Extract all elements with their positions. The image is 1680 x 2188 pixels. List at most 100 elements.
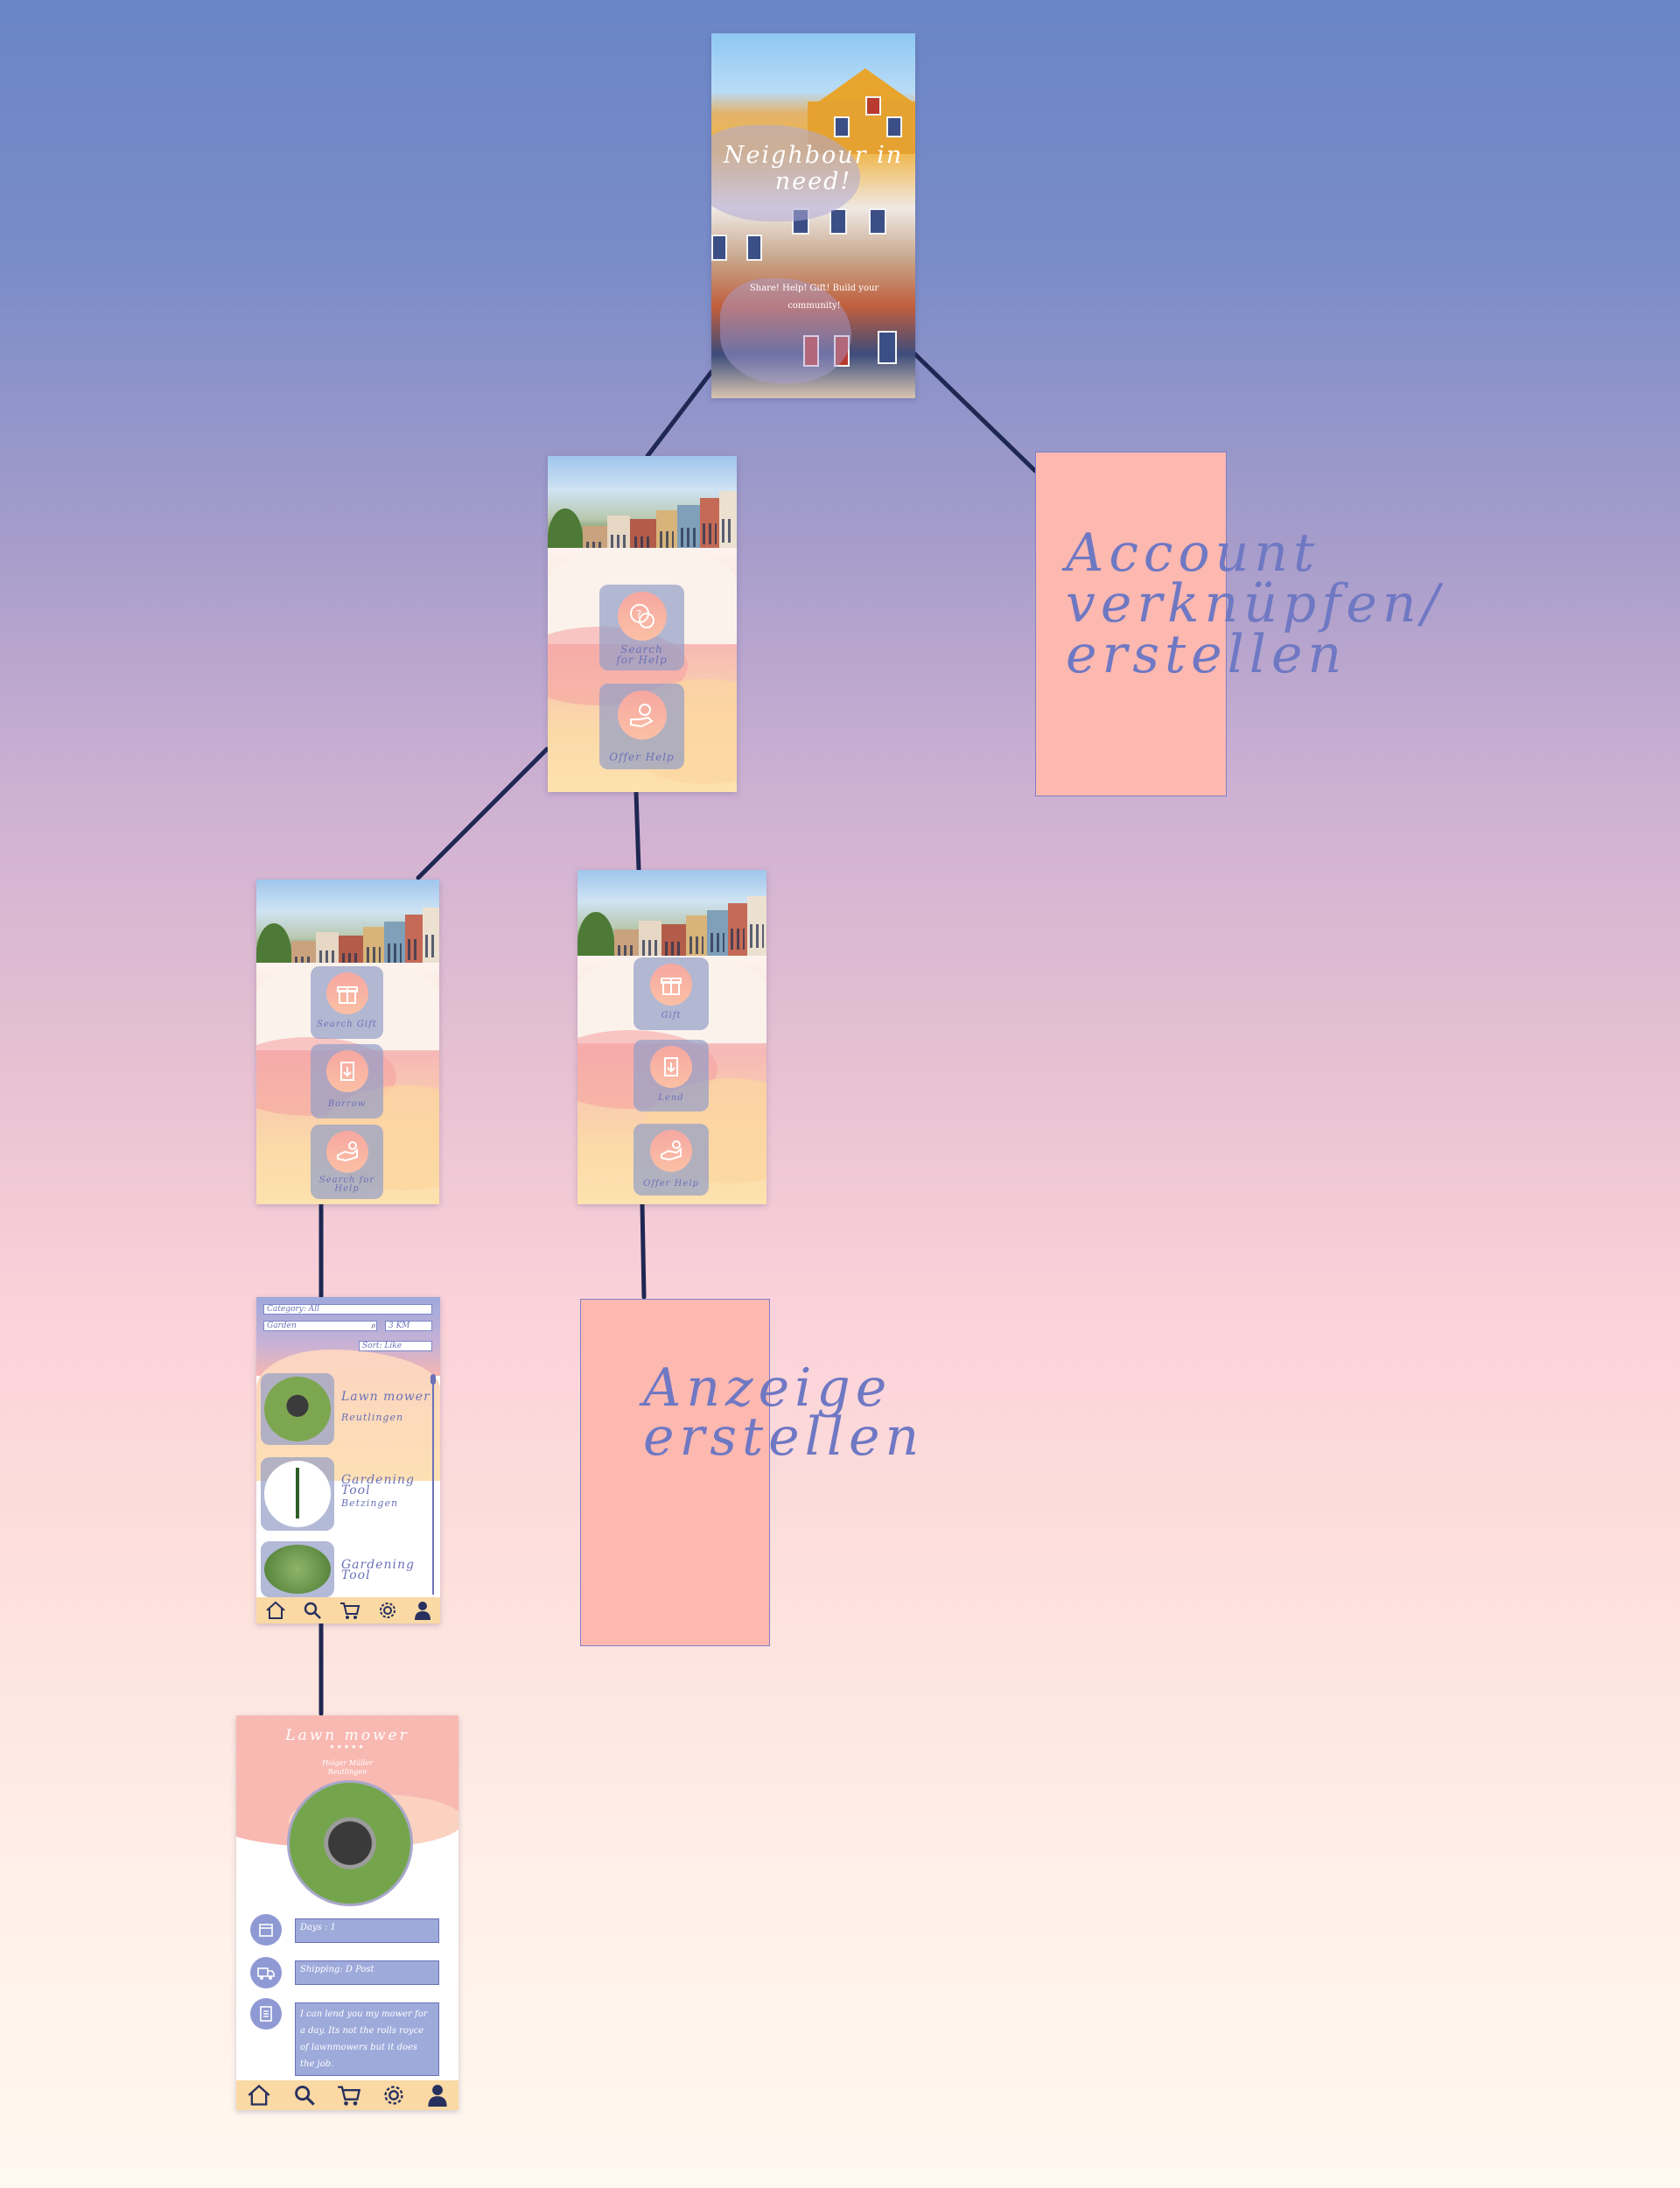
bottom-nav xyxy=(256,1597,440,1623)
window xyxy=(711,235,727,261)
list-item-thumbnail[interactable] xyxy=(261,1457,334,1531)
ad-note-card xyxy=(580,1299,770,1646)
window xyxy=(746,235,762,261)
cart-icon[interactable] xyxy=(337,2084,361,2107)
search-menu-screen: Search Gift Borrow Search for Help xyxy=(256,880,439,1204)
connector-offer-to-ad xyxy=(640,1202,647,1300)
search-for-help-button[interactable]: Search for Help xyxy=(311,1125,383,1199)
search-for-help-button[interactable]: ? Search for Help xyxy=(599,585,684,670)
ad-note-line: Anzeige xyxy=(643,1357,892,1419)
help-bubble-icon: ? xyxy=(617,591,667,641)
list-item-title[interactable]: Gardening Tool xyxy=(341,1558,415,1582)
scrollbar[interactable] xyxy=(432,1376,434,1595)
owner-name: Holger Müller xyxy=(322,1759,373,1767)
document-icon xyxy=(250,1998,282,2030)
description-field[interactable]: I can lend you my mower for a day. Its n… xyxy=(295,2002,439,2076)
help-hand-icon xyxy=(650,1129,692,1172)
offer-help-button[interactable]: Offer Help xyxy=(634,1124,709,1196)
list-item-location: Betzingen xyxy=(341,1497,399,1509)
gear-icon[interactable] xyxy=(378,1601,397,1620)
gift-icon xyxy=(326,971,368,1014)
lend-label: Lend xyxy=(658,1092,684,1103)
category-select[interactable]: Category: All xyxy=(263,1304,432,1315)
user-icon[interactable] xyxy=(427,2084,448,2107)
list-item-thumbnail[interactable] xyxy=(261,1373,334,1445)
gardening-tool-photo xyxy=(264,1461,331,1527)
gear-icon[interactable] xyxy=(382,2084,405,2107)
connector-menu-to-offer xyxy=(634,789,641,873)
scrollbar-thumb[interactable] xyxy=(430,1374,436,1385)
lend-button[interactable]: Lend xyxy=(634,1040,709,1112)
home-icon[interactable] xyxy=(265,1601,286,1620)
offer-help-button[interactable]: Offer Help xyxy=(599,684,684,769)
distance-select[interactable]: 3 KM xyxy=(385,1321,432,1331)
listing-screen: Category: All Garden ⌕ 3 KM Sort: Like L… xyxy=(256,1297,440,1623)
account-note-line: Account xyxy=(1066,522,1320,584)
cart-icon[interactable] xyxy=(340,1601,360,1620)
list-item-title[interactable]: Lawn mower xyxy=(341,1390,430,1404)
lawn-mower-photo xyxy=(264,1377,331,1441)
gift-button[interactable]: Gift xyxy=(634,957,709,1030)
window xyxy=(878,331,897,364)
window xyxy=(865,96,881,116)
search-for-help-label: Search for Help xyxy=(318,1175,375,1194)
help-hand-icon xyxy=(326,1130,368,1173)
shutter xyxy=(803,335,819,367)
list-item-thumbnail[interactable] xyxy=(261,1541,334,1597)
shutter xyxy=(834,335,850,367)
splash-screen: Neighbour in need! Share! Help! Gift! Bu… xyxy=(711,33,915,398)
search-input[interactable]: Garden xyxy=(263,1321,377,1331)
window xyxy=(830,208,847,235)
borrow-button[interactable]: Borrow xyxy=(311,1044,383,1119)
main-menu-screen: ? Search for Help Offer Help xyxy=(548,456,737,792)
hand-bulb-icon xyxy=(617,690,667,740)
account-note-line: erstellen xyxy=(1066,624,1348,685)
search-gift-label: Search Gift xyxy=(317,1019,377,1029)
shipping-field-text: Shipping: D Post xyxy=(300,1965,374,1974)
borrow-label: Borrow xyxy=(327,1098,367,1109)
overlay-shape xyxy=(720,278,851,383)
account-note-text: Account verknüpfen/ erstellen xyxy=(1066,522,1445,685)
item-photo xyxy=(287,1780,413,1906)
splash-subtitle-text: Share! Help! Gift! Build your community! xyxy=(749,284,879,311)
bottom-nav xyxy=(236,2080,458,2110)
gift-icon xyxy=(650,963,692,1006)
splash-subtitle: Share! Help! Gift! Build your community! xyxy=(738,280,891,315)
sort-select-text: Sort: Like xyxy=(362,1342,402,1350)
ad-note-line: erstellen xyxy=(643,1406,925,1468)
days-field-text: Days : 1 xyxy=(300,1923,336,1932)
sort-select[interactable]: Sort: Like xyxy=(359,1341,432,1351)
user-icon[interactable] xyxy=(414,1601,431,1620)
owner-location: Reutlingen xyxy=(327,1768,368,1776)
list-item-title[interactable]: Gardening Tool xyxy=(341,1473,415,1497)
search-icon[interactable] xyxy=(293,2084,316,2107)
calendar-icon xyxy=(250,1914,282,1946)
shipping-field[interactable]: Shipping: D Post xyxy=(295,1960,439,1985)
offer-help-label: Offer Help xyxy=(643,1178,699,1189)
home-icon[interactable] xyxy=(247,2084,271,2107)
search-icon[interactable]: ⌕ xyxy=(371,1320,377,1331)
detail-screen: Lawn mower ★★★★★ Holger Müller Reutlinge… xyxy=(236,1715,458,2110)
borrow-box-icon xyxy=(326,1049,368,1092)
search-gift-button[interactable]: Search Gift xyxy=(311,966,383,1039)
account-note-line: verknüpfen/ xyxy=(1066,573,1445,635)
connector-splash-to-menu xyxy=(645,369,714,459)
window xyxy=(886,116,902,137)
rating-stars: ★★★★★ xyxy=(329,1743,366,1750)
window xyxy=(869,208,886,235)
connector-splash-to-account xyxy=(910,349,1038,473)
search-input-text: Garden xyxy=(267,1322,297,1330)
category-select-text: Category: All xyxy=(267,1305,319,1314)
svg-text:?: ? xyxy=(636,608,641,621)
truck-icon xyxy=(250,1957,282,1988)
search-icon[interactable] xyxy=(303,1601,322,1620)
connector-menu-to-search xyxy=(416,747,550,880)
days-field[interactable]: Days : 1 xyxy=(295,1918,439,1943)
ad-note-text: Anzeige erstellen xyxy=(643,1357,925,1468)
splash-title-text: Neighbour in need! xyxy=(723,142,904,195)
description-field-text: I can lend you my mower for a day. Its n… xyxy=(300,2009,428,2069)
gift-label: Gift xyxy=(661,1010,682,1020)
detail-title: Lawn mower xyxy=(285,1727,410,1744)
search-for-help-label: Search for Help xyxy=(616,642,668,666)
offer-help-label: Offer Help xyxy=(609,750,675,763)
